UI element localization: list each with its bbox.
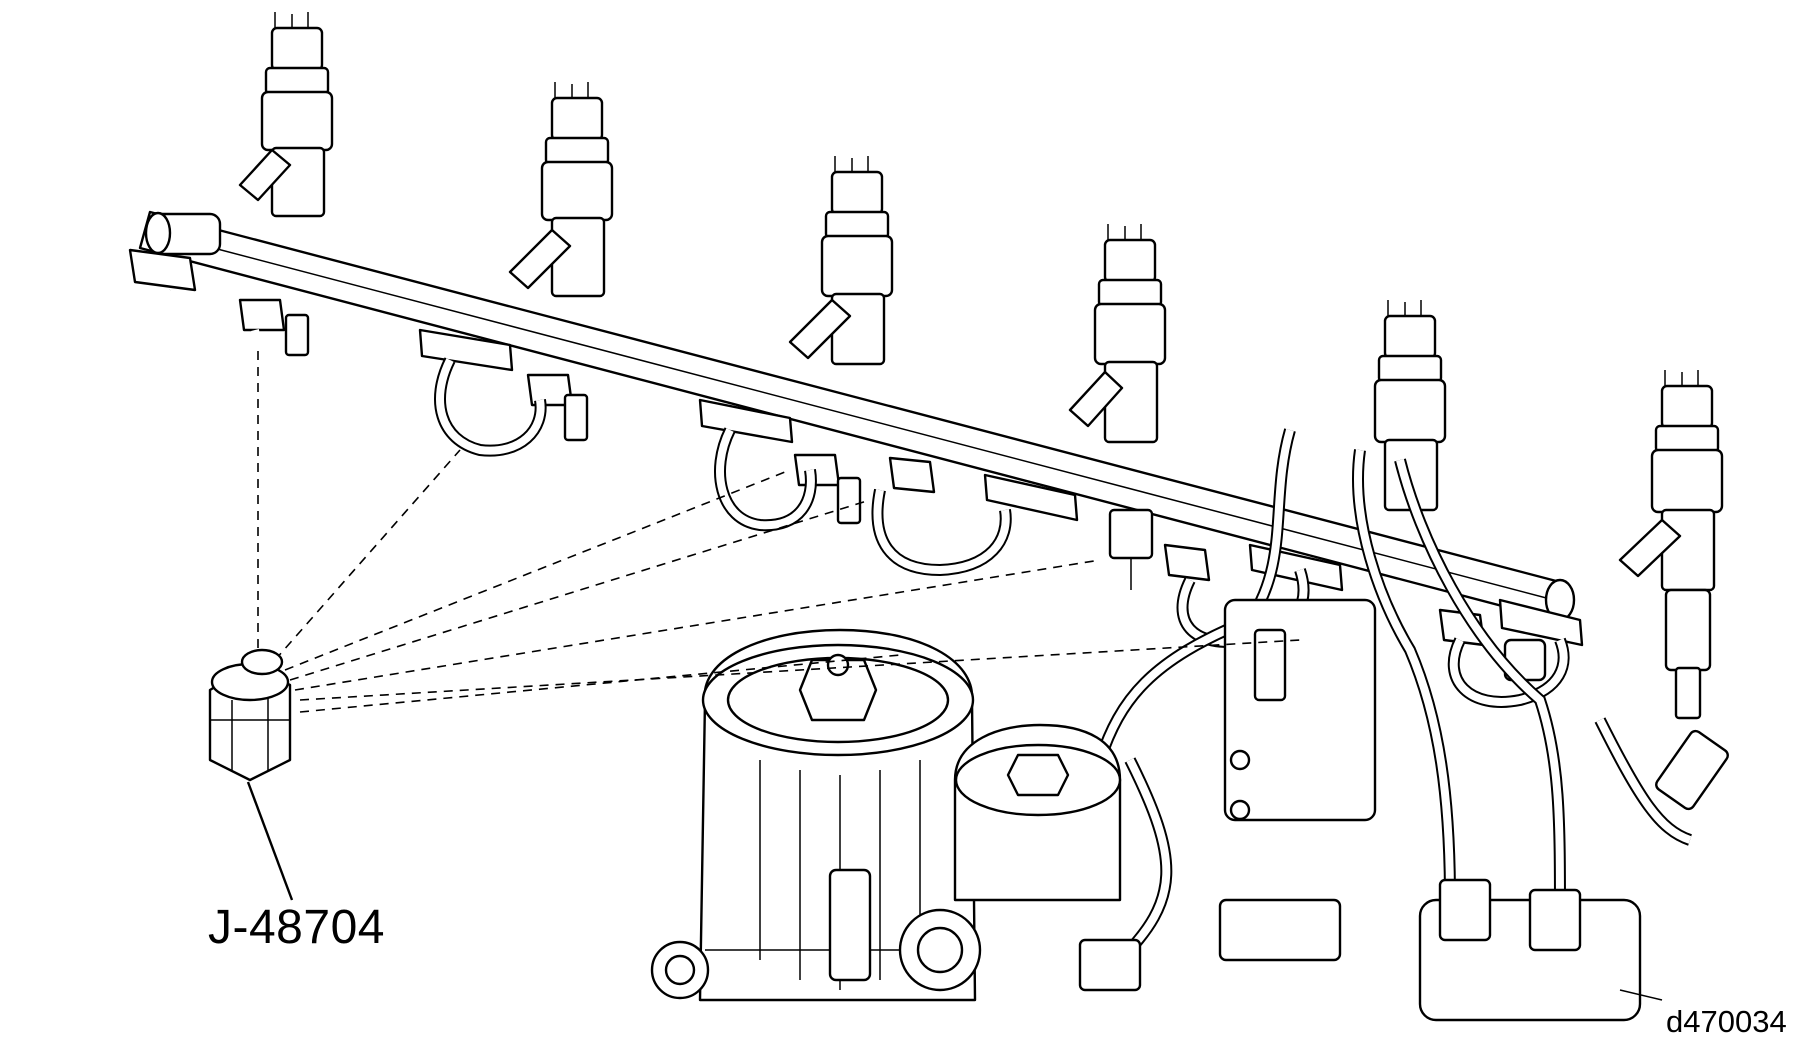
cap-tool (208, 648, 292, 782)
fuel-injector-2 (508, 82, 614, 298)
tool-label: J-48704 (208, 901, 385, 954)
fuel-rail (128, 210, 1584, 647)
tool-leader-line (246, 781, 294, 901)
fuel-injector-1 (238, 12, 334, 218)
figure-id: d470034 (1666, 1004, 1787, 1039)
rail-port-fitting (238, 298, 1547, 682)
fuel-injector-4 (1068, 224, 1167, 590)
fuel-injector-6 (1618, 370, 1724, 720)
callout-dash-lines (257, 350, 1301, 713)
fuel-pump-assembly (650, 598, 1642, 1022)
fuel-injector-3 (788, 156, 894, 366)
fuel-injector-5 (1373, 300, 1447, 512)
figure-id-leader (1619, 989, 1663, 1001)
